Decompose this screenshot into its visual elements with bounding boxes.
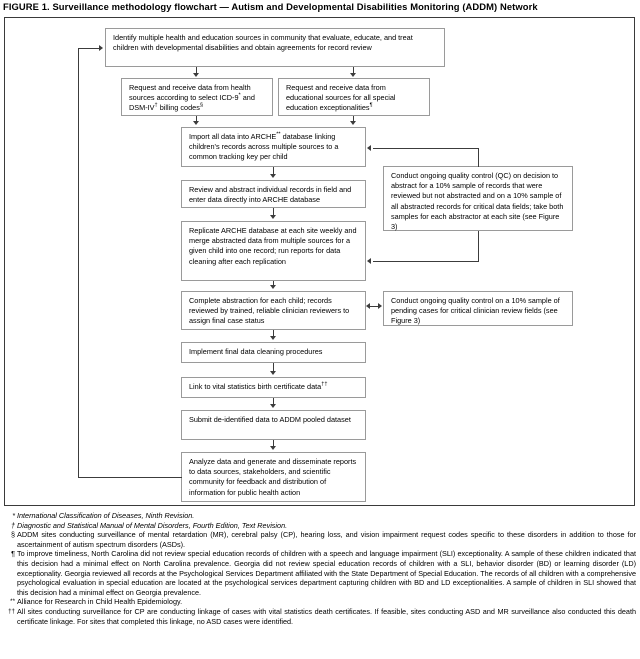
flow-node-complete-abstraction: Complete abstraction for each child; rec… [181,291,366,330]
connector-import-to-review [273,167,274,175]
footnote-double-asterisk: ** Alliance for Research in Child Health… [4,597,636,607]
footnote-text-asterisk: International Classification of Diseases… [17,511,195,520]
connector-qc-abstraction-to-replicate [373,261,479,262]
arrowhead-down-submit [270,404,276,408]
arrowhead-left-replicate [367,258,371,264]
flow-node-identify-label: Identify multiple health and education s… [113,33,413,53]
flow-node-submit-pooled: Submit de-identified data to ADDM pooled… [181,410,366,440]
flow-node-submit-pooled-label: Submit de-identified data to ADDM pooled… [189,415,351,424]
footnote-marker-pilcrow: ¶ [11,549,15,559]
arrowhead-down-review [270,174,276,178]
arrowhead-right-qc-clinician [378,303,382,309]
footnote-dagger: † Diagnostic and Statistical Manual of M… [4,521,636,531]
connector-qc-abstraction-up-stem [478,148,479,167]
flow-node-education-sources: Request and receive data from educationa… [278,78,430,116]
arrowhead-down-link [270,371,276,375]
flow-node-link-vital-statistics-label: Link to vital statistics birth certifica… [189,381,328,391]
flow-node-link-vital-statistics: Link to vital statistics birth certifica… [181,377,366,398]
flow-node-analyze-disseminate-label: Analyze data and generate and disseminat… [189,457,357,497]
footnote-asterisk: * International Classification of Diseas… [4,511,636,521]
flow-node-final-cleaning: Implement final data cleaning procedures [181,342,366,363]
flow-node-import-arche: Import all data into ARCHE** database li… [181,127,366,167]
footnote-text-pilcrow: To improve timeliness, North Carolina di… [17,549,636,597]
connector-identify-to-education [353,67,354,74]
arrowhead-down-cleaning [270,336,276,340]
connector-review-to-replicate [273,208,274,216]
arrowhead-right-identify [99,45,103,51]
connector-qc-abstraction-to-import [373,148,479,149]
footnote-marker-asterisk: * [12,511,15,520]
footnote-marker-double-dagger: †† [8,607,15,615]
footnote-marker-dagger: † [11,520,15,530]
arrowhead-down-complete [270,285,276,289]
arrowhead-left-import [367,145,371,151]
flow-node-qc-clinician: Conduct ongoing quality control on a 10%… [383,291,573,326]
footnotes: * International Classification of Diseas… [4,511,636,626]
connector-replicate-to-complete [273,281,274,286]
arrowhead-left-complete-abstraction [366,303,370,309]
footnote-text-double-dagger: All sites conducting surveillance for CP… [17,606,636,626]
connector-submit-to-analyze [273,440,274,447]
flow-node-education-sources-label: Request and receive data from educationa… [286,83,396,113]
flow-node-complete-abstraction-label: Complete abstraction for each child; rec… [189,296,350,326]
flow-node-import-arche-label: Import all data into ARCHE** database li… [189,131,339,162]
flow-node-final-cleaning-label: Implement final data cleaning procedures [189,347,323,356]
flow-node-health-sources: Request and receive data from health sou… [121,78,273,116]
footnote-pilcrow: ¶ To improve timeliness, North Carolina … [4,549,636,597]
footnote-double-dagger: †† All sites conducting surveillance for… [4,607,636,626]
footnote-text-double-asterisk: Alliance for Research in Child Health Ep… [17,597,183,607]
flow-node-analyze-disseminate: Analyze data and generate and disseminat… [181,452,366,502]
flow-node-review-abstract-label: Review and abstract individual records i… [189,185,352,205]
connector-qc-clinician-bidirectional [370,306,380,307]
arrowhead-down-replicate [270,215,276,219]
connector-feedback-left [78,48,79,478]
footnote-marker-section: § [11,530,15,540]
arrowhead-down-education [350,73,356,77]
flow-node-replicate-arche: Replicate ARCHE database at each site we… [181,221,366,281]
flow-node-health-sources-label: Request and receive data from health sou… [129,83,255,113]
flow-node-qc-abstraction-label: Conduct ongoing quality control (QC) on … [391,171,564,232]
connector-complete-to-cleaning [273,330,274,337]
page-title: FIGURE 1. Surveillance methodology flowc… [3,1,538,12]
connector-identify-to-health [196,67,197,74]
connector-education-to-import [353,116,354,122]
arrowhead-down-analyze [270,446,276,450]
flow-node-qc-abstraction: Conduct ongoing quality control (QC) on … [383,166,573,231]
flow-node-replicate-arche-label: Replicate ARCHE database at each site we… [189,226,357,266]
flow-node-identify: Identify multiple health and education s… [105,28,445,67]
connector-health-to-import [196,116,197,122]
flow-node-review-abstract: Review and abstract individual records i… [181,180,366,208]
footnote-text-section: ADDM sites conducting surveillance of me… [17,530,636,549]
arrowhead-down-import-left [193,121,199,125]
connector-cleaning-to-link [273,363,274,372]
connector-link-to-submit [273,398,274,405]
footnote-section: § ADDM sites conducting surveillance of … [4,530,636,549]
flow-node-qc-clinician-label: Conduct ongoing quality control on a 10%… [391,296,560,326]
arrowhead-down-health [193,73,199,77]
arrowhead-down-import-right [350,121,356,125]
footnote-text-dagger: Diagnostic and Statistical Manual of Men… [17,520,288,530]
connector-feedback-bottom [78,477,182,478]
footnote-marker-double-asterisk: ** [10,598,15,606]
connector-qc-abstraction-down-stem [478,231,479,262]
connector-feedback-top [78,48,100,49]
